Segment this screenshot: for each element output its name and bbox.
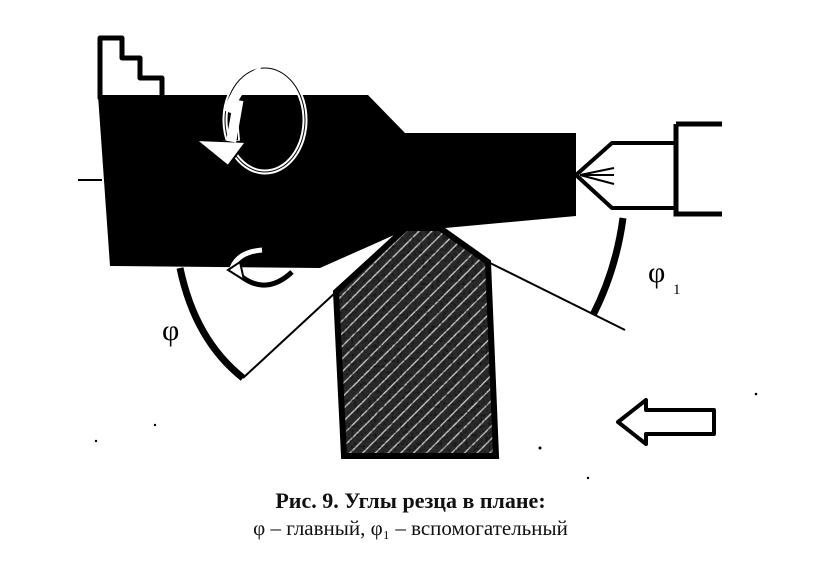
chuck-jaw xyxy=(97,35,165,101)
phi-ray xyxy=(242,291,337,379)
figure-caption-description: φ – главный, φ₁ – вспомогательный xyxy=(253,516,568,540)
rotation-arrow-lower-icon xyxy=(226,247,294,288)
phi1-label: φ xyxy=(648,256,665,289)
phi1-subscript: 1 xyxy=(673,282,681,298)
feed-arrow-icon xyxy=(616,398,716,446)
phi1-arc xyxy=(589,217,627,317)
phi-label: φ xyxy=(162,314,179,347)
phi1-ray xyxy=(487,261,626,331)
tailstock-body xyxy=(673,121,722,217)
rotation-arrow-icon xyxy=(193,65,308,175)
figure-caption-title: Рис. 9. Углы резца в плане: xyxy=(275,488,546,513)
workpiece-body xyxy=(98,95,576,268)
phi-arc xyxy=(176,267,246,381)
